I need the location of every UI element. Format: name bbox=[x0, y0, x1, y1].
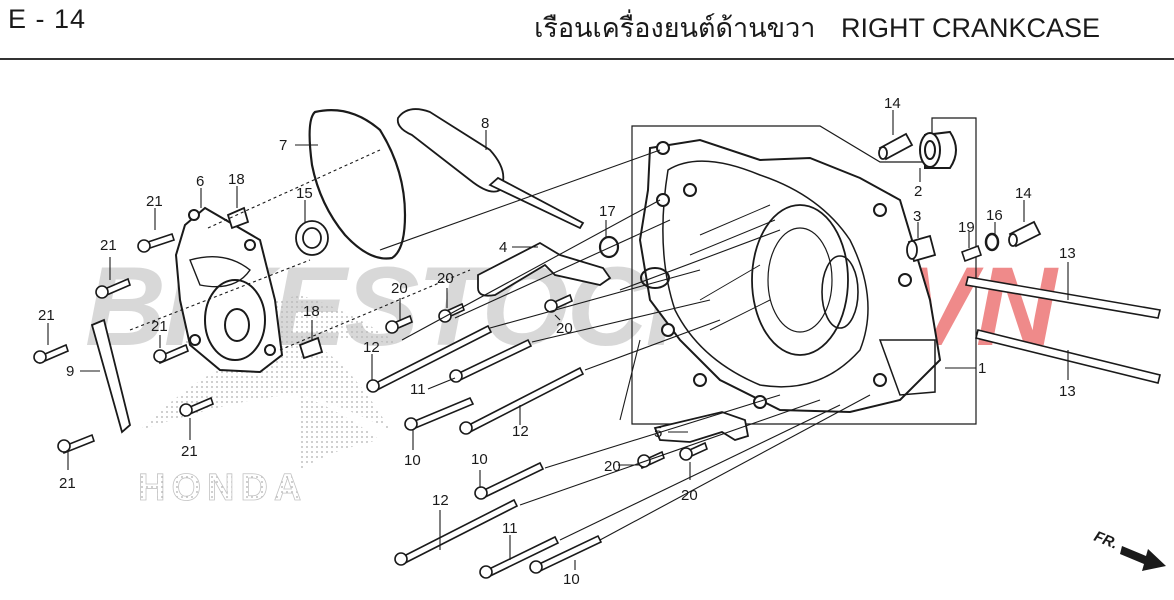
leader-lines bbox=[47, 110, 1069, 570]
callout-21c: 21 bbox=[38, 307, 55, 324]
callout-21f: 21 bbox=[59, 475, 76, 492]
front-arrow-icon bbox=[1120, 546, 1166, 571]
callout-21b: 21 bbox=[100, 237, 117, 254]
callout-10c: 10 bbox=[563, 571, 580, 588]
callout-2: 2 bbox=[914, 183, 922, 200]
bracket-part-4 bbox=[477, 241, 612, 297]
page-header: E - 14 เรือนเครื่องยนต์ด้านขวา RIGHT CRA… bbox=[0, 0, 1174, 60]
o-ring-part-16 bbox=[984, 232, 1000, 252]
dowel-part-18 bbox=[226, 206, 324, 360]
front-direction-label: FR. bbox=[1092, 528, 1121, 553]
bearing-part-2 bbox=[919, 130, 957, 169]
pin-part-19 bbox=[960, 244, 983, 263]
bracket-part-5 bbox=[653, 411, 750, 443]
callout-5: 5 bbox=[654, 424, 662, 441]
clamp-part-9 bbox=[90, 318, 132, 434]
oil-seal-part-15 bbox=[295, 220, 329, 256]
callout-12c: 12 bbox=[432, 492, 449, 509]
callout-7: 7 bbox=[279, 137, 287, 154]
callout-20b: 20 bbox=[437, 270, 454, 287]
callout-12a: 12 bbox=[363, 339, 380, 356]
callout-9: 9 bbox=[66, 363, 74, 380]
callout-labels: 1 2 3 4 5 6 7 8 9 10 10 10 11 11 12 12 1… bbox=[38, 95, 1076, 588]
callout-10b: 10 bbox=[471, 451, 488, 468]
callout-11b: 11 bbox=[502, 520, 518, 537]
callout-14a: 14 bbox=[884, 95, 901, 112]
callout-11a: 11 bbox=[410, 381, 426, 398]
callout-4: 4 bbox=[499, 239, 507, 256]
o-ring-part-17 bbox=[598, 235, 620, 259]
page-title: เรือนเครื่องยนต์ด้านขวา RIGHT CRANKCASE bbox=[534, 6, 1100, 49]
callout-21e: 21 bbox=[181, 443, 198, 460]
callout-13a: 13 bbox=[1059, 245, 1076, 262]
title-english: RIGHT CRANKCASE bbox=[840, 13, 1100, 43]
callout-13b: 13 bbox=[1059, 383, 1076, 400]
callout-14b: 14 bbox=[1015, 185, 1032, 202]
callout-10a: 10 bbox=[404, 452, 421, 469]
title-thai: เรือนเครื่องยนต์ด้านขวา bbox=[534, 13, 816, 43]
water-pump-cover-part-6 bbox=[174, 206, 284, 374]
callout-20e: 20 bbox=[681, 487, 698, 504]
long-bolts bbox=[366, 324, 603, 579]
callout-12b: 12 bbox=[512, 423, 529, 440]
dowel-pin-part-14 bbox=[878, 132, 1042, 248]
collar-part-3 bbox=[906, 234, 937, 263]
page-code: E - 14 bbox=[8, 4, 87, 34]
gasket-part-7 bbox=[308, 109, 407, 260]
callout-8: 8 bbox=[481, 115, 489, 132]
callout-21d: 21 bbox=[151, 318, 168, 335]
callout-6: 6 bbox=[196, 173, 204, 190]
callout-17: 17 bbox=[599, 203, 616, 220]
callout-18a: 18 bbox=[228, 171, 245, 188]
front-direction-indicator: FR. bbox=[1092, 528, 1166, 571]
callout-18b: 18 bbox=[303, 303, 320, 320]
callout-20c: 20 bbox=[556, 320, 573, 337]
right-crankcase-body bbox=[638, 138, 942, 414]
callout-20d: 20 bbox=[604, 458, 621, 475]
honda-brand-text: HONDA bbox=[138, 467, 307, 509]
flange-bolts bbox=[33, 232, 708, 470]
dipstick-part-8 bbox=[396, 108, 585, 230]
callout-3: 3 bbox=[913, 208, 921, 225]
callout-21a: 21 bbox=[146, 193, 163, 210]
callout-19: 19 bbox=[958, 219, 975, 236]
callout-16: 16 bbox=[986, 207, 1003, 224]
callout-20a: 20 bbox=[391, 280, 408, 297]
callout-15: 15 bbox=[296, 185, 313, 202]
callout-1: 1 bbox=[978, 360, 986, 377]
